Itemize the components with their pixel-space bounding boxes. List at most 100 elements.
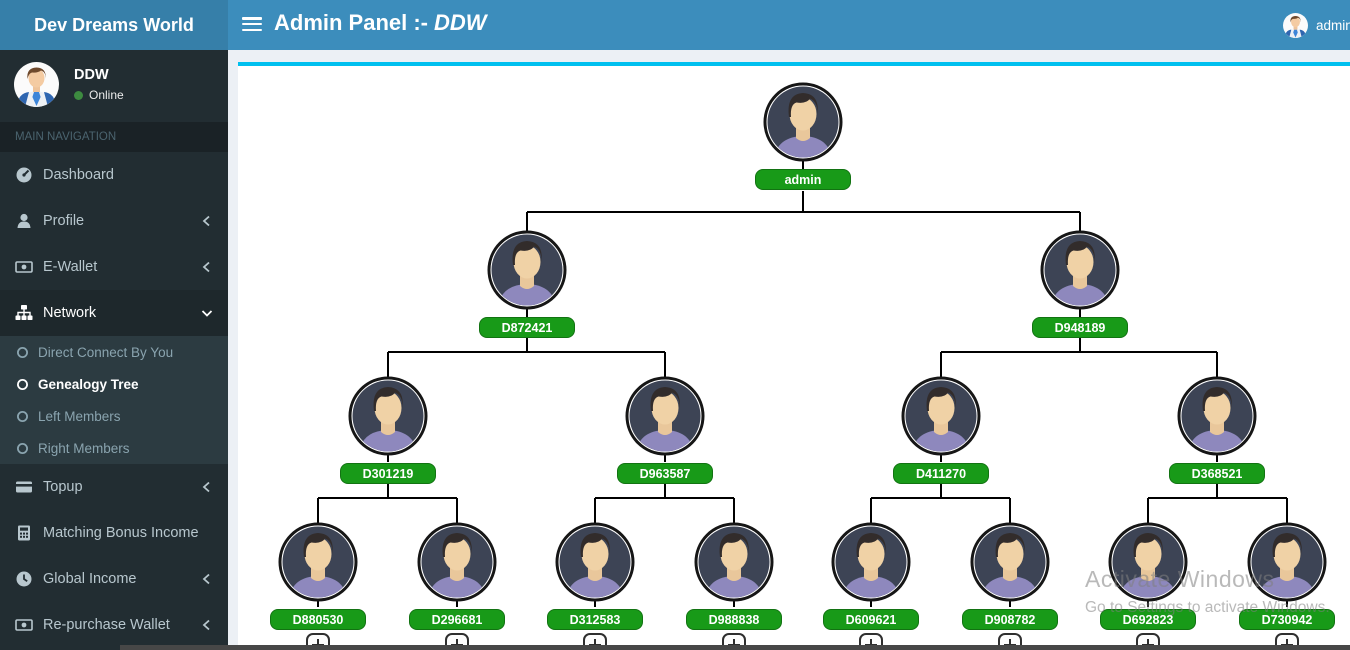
tree-node: D692823 [1100, 522, 1196, 630]
member-id-badge[interactable]: D411270 [893, 463, 989, 484]
money-icon [15, 616, 33, 634]
app-logo[interactable]: Dev Dreams World [0, 0, 228, 50]
user-avatar [14, 62, 59, 107]
member-id-badge[interactable]: D872421 [479, 317, 575, 338]
member-avatar[interactable] [487, 230, 567, 310]
sidebar-item-label: Network [43, 305, 97, 321]
sidebar-item-global-income[interactable]: Global Income [0, 556, 228, 602]
tree-node: D368521 [1169, 376, 1265, 484]
sidebar-item-label: Profile [43, 213, 85, 229]
member-avatar[interactable] [1040, 230, 1120, 310]
member-avatar[interactable] [831, 522, 911, 602]
clock-icon [15, 570, 33, 588]
page-title-sub: DDW [434, 10, 487, 35]
member-id-badge[interactable]: D368521 [1169, 463, 1265, 484]
network-submenu: Direct Connect By You Genealogy Tree Lef… [0, 336, 228, 464]
sidebar-item-label: E-Wallet [43, 259, 98, 275]
sidebar-subitem-label: Genealogy Tree [38, 376, 139, 392]
circle-o-icon [16, 442, 29, 455]
sidebar-item-label: Topup [43, 479, 83, 495]
member-id-badge[interactable]: D880530 [270, 609, 366, 630]
tree-node: D908782 [962, 522, 1058, 630]
member-id-badge[interactable]: admin [755, 169, 851, 190]
sidebar: DDW Online MAIN NAVIGATION Dashboard Pro… [0, 50, 228, 650]
circle-o-icon [16, 378, 29, 391]
member-id-badge[interactable]: D301219 [340, 463, 436, 484]
member-id-badge[interactable]: D948189 [1032, 317, 1128, 338]
tree-node: D988838 [686, 522, 782, 630]
sidebar-item-label: Dashboard [43, 167, 114, 183]
sidebar-item-direct-connect[interactable]: Direct Connect By You [0, 336, 228, 368]
member-avatar[interactable] [901, 376, 981, 456]
sidebar-item-network[interactable]: Network [0, 290, 228, 336]
sidebar-item-profile[interactable]: Profile [0, 198, 228, 244]
tree-node: D609621 [823, 522, 919, 630]
member-id-badge[interactable]: D609621 [823, 609, 919, 630]
user-icon [15, 212, 33, 230]
sidebar-subitem-label: Right Members [38, 440, 130, 456]
member-id-badge[interactable]: D296681 [409, 609, 505, 630]
sidebar-item-label: Re-purchase Wallet [43, 617, 170, 633]
top-navbar: Admin Panel :-DDW admin [228, 0, 1350, 50]
page-title-main: Admin Panel :- [274, 10, 429, 35]
member-avatar[interactable] [625, 376, 705, 456]
tree-node: D411270 [893, 376, 989, 484]
horizontal-scrollbar[interactable] [120, 645, 1350, 650]
sidebar-item-topup[interactable]: Topup [0, 464, 228, 510]
sidebar-item-repurchase-wallet[interactable]: Re-purchase Wallet [0, 602, 228, 648]
tree-node: D963587 [617, 376, 713, 484]
member-avatar[interactable] [1247, 522, 1327, 602]
circle-o-icon [16, 346, 29, 359]
sidebar-toggle-icon[interactable] [242, 17, 262, 33]
credit-card-icon [15, 478, 33, 496]
calculator-icon [15, 524, 33, 542]
member-id-badge[interactable]: D692823 [1100, 609, 1196, 630]
chevron-down-icon [201, 307, 213, 319]
member-id-badge[interactable]: D730942 [1239, 609, 1335, 630]
member-id-badge[interactable]: D908782 [962, 609, 1058, 630]
sidebar-item-dashboard[interactable]: Dashboard [0, 152, 228, 198]
tachometer-icon [15, 166, 33, 184]
circle-o-icon [16, 410, 29, 423]
sidebar-subitem-label: Left Members [38, 408, 121, 424]
member-avatar[interactable] [278, 522, 358, 602]
sidebar-section-header: MAIN NAVIGATION [0, 122, 228, 152]
tree-node: D730942 [1239, 522, 1335, 630]
online-dot-icon [74, 90, 83, 100]
member-id-badge[interactable]: D963587 [617, 463, 713, 484]
sitemap-icon [15, 304, 33, 322]
member-avatar[interactable] [1177, 376, 1257, 456]
tree-node: D880530 [270, 522, 366, 630]
sidebar-item-label: Matching Bonus Income [43, 525, 199, 541]
page-title: Admin Panel :-DDW [274, 10, 487, 36]
member-avatar[interactable] [417, 522, 497, 602]
member-id-badge[interactable]: D988838 [686, 609, 782, 630]
member-avatar[interactable] [763, 82, 843, 162]
sidebar-item-left-members[interactable]: Left Members [0, 400, 228, 432]
member-id-badge[interactable]: D312583 [547, 609, 643, 630]
navbar-user-menu[interactable]: admin [1283, 0, 1350, 50]
chevron-left-icon [201, 261, 213, 273]
user-name: DDW [74, 67, 109, 83]
sidebar-item-genealogy-tree[interactable]: Genealogy Tree [0, 368, 228, 400]
member-avatar[interactable] [1108, 522, 1188, 602]
user-panel: DDW Online [0, 50, 228, 122]
sidebar-subitem-label: Direct Connect By You [38, 344, 174, 360]
user-avatar-small [1283, 12, 1308, 38]
member-avatar[interactable] [694, 522, 774, 602]
member-avatar[interactable] [555, 522, 635, 602]
user-status-label: Online [89, 88, 124, 102]
sidebar-item-ewallet[interactable]: E-Wallet [0, 244, 228, 290]
tree-node: D296681 [409, 522, 505, 630]
member-avatar[interactable] [348, 376, 428, 456]
tree-node-root: admin [755, 82, 851, 190]
sidebar-item-right-members[interactable]: Right Members [0, 432, 228, 464]
sidebar-item-matching-bonus[interactable]: Matching Bonus Income [0, 510, 228, 556]
tree-node: D872421 [479, 230, 575, 338]
chevron-left-icon [201, 215, 213, 227]
member-avatar[interactable] [970, 522, 1050, 602]
user-status[interactable]: Online [74, 88, 214, 102]
chevron-left-icon [201, 573, 213, 585]
chevron-left-icon [201, 619, 213, 631]
